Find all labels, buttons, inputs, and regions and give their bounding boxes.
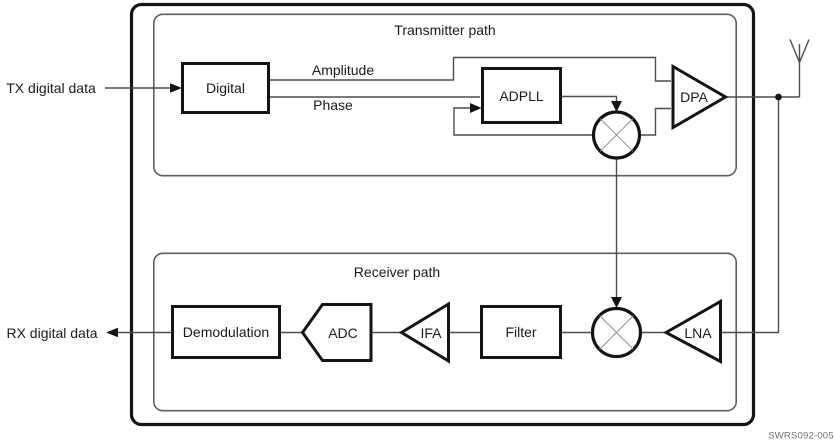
ifa-label: IFA xyxy=(420,324,442,341)
demodulation-block: Demodulation xyxy=(171,305,281,359)
wire-group xyxy=(105,56,801,334)
arrowhead-into-rx-mixer xyxy=(611,297,622,308)
chip-outline xyxy=(129,2,756,427)
filter-block: Filter xyxy=(480,305,562,359)
wire-mixer-feedback-to-adpll xyxy=(453,107,594,136)
arrowhead-into-tx-mixer xyxy=(611,101,622,112)
wire-mixer-to-dpa xyxy=(639,107,671,136)
digital-block-label: Digital xyxy=(206,79,245,96)
receiver-path-title: Receiver path xyxy=(353,263,441,280)
dpa-amplifier-shape xyxy=(671,63,729,131)
lna-amplifier-shape xyxy=(662,298,722,364)
arrowhead-into-adpll xyxy=(470,103,482,113)
dpa-label: DPA xyxy=(680,89,708,105)
adc-label: ADC xyxy=(328,324,358,341)
rx-digital-data-label: RX digital data xyxy=(6,324,98,341)
arrowhead-rx-output xyxy=(106,327,118,338)
adpll-block-label: ADPLL xyxy=(499,87,544,104)
digital-block: Digital xyxy=(181,61,270,114)
amplitude-signal-label: Amplitude xyxy=(311,62,375,78)
antenna-icon xyxy=(789,39,810,63)
demodulation-block-label: Demodulation xyxy=(182,324,270,340)
arrowhead-into-digital xyxy=(170,83,182,93)
transmitter-path-title: Transmitter path xyxy=(394,21,496,38)
figure-code: SWRS092-005 xyxy=(768,430,834,441)
wire-antenna-to-lna xyxy=(721,97,780,334)
rx-mixer-symbol xyxy=(590,306,643,359)
ifa-amplifier-shape xyxy=(398,301,450,364)
junction-dot xyxy=(775,93,782,101)
arrowhead-group xyxy=(106,83,622,338)
transmitter-panel xyxy=(153,13,738,177)
tx-mixer-symbol xyxy=(591,110,642,160)
adc-shape xyxy=(300,303,373,362)
filter-block-label: Filter xyxy=(505,324,537,340)
wire-adpll-to-mixer xyxy=(562,95,618,102)
wire-amplitude xyxy=(270,56,671,82)
adpll-block: ADPLL xyxy=(481,67,562,124)
tx-digital-data-label: TX digital data xyxy=(6,80,96,96)
phase-signal-label: Phase xyxy=(313,96,353,113)
lna-label: LNA xyxy=(684,324,712,341)
